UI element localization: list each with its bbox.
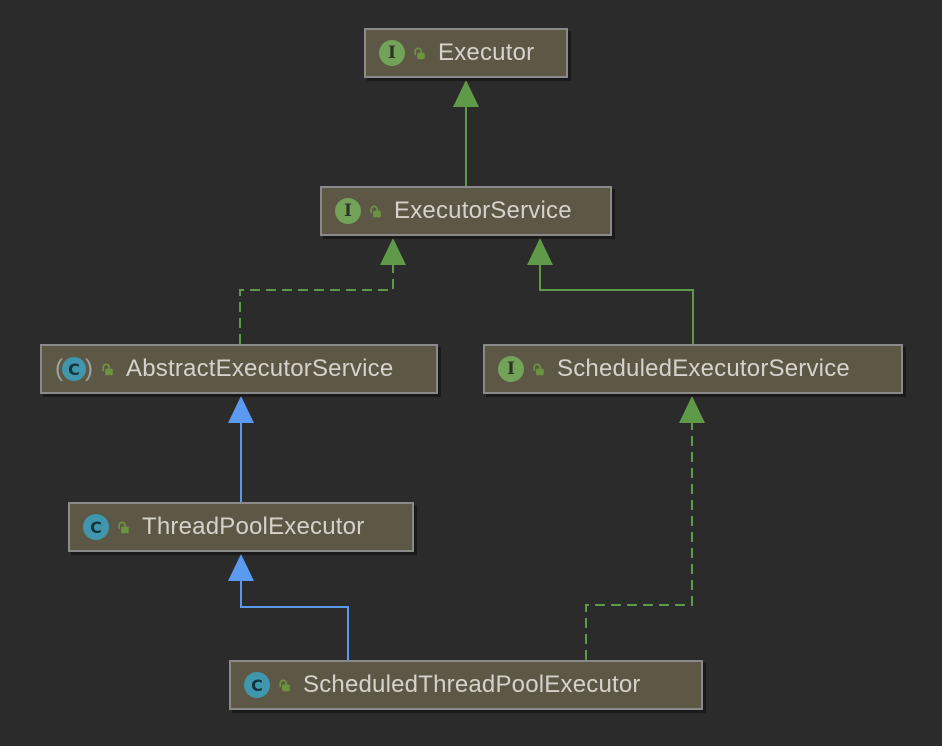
- class-node-executor-service[interactable]: I ExecutorService: [320, 186, 612, 236]
- node-label: AbstractExecutorService: [126, 355, 394, 382]
- abstract-paren-left: (: [55, 355, 63, 382]
- edge-scheduled-executor-service-to-executor-service: [539, 265, 694, 344]
- class-icon: C: [244, 672, 270, 698]
- class-node-thread-pool-executor[interactable]: C ThreadPoolExecutor: [68, 502, 414, 552]
- abstract-class-icon: ( C ): [55, 357, 93, 381]
- arrowhead-extends: [228, 554, 254, 581]
- node-label: ThreadPoolExecutor: [142, 513, 365, 540]
- arrowhead-extends: [453, 80, 479, 107]
- class-node-scheduled-thread-pool-executor[interactable]: C ScheduledThreadPoolExecutor: [229, 660, 703, 710]
- class-icon: C: [62, 357, 86, 381]
- interface-icon: I: [498, 356, 524, 382]
- arrowhead-extends: [527, 238, 553, 265]
- arrowhead-implements: [679, 396, 705, 423]
- class-node-scheduled-executor-service[interactable]: I ScheduledExecutorService: [483, 344, 903, 394]
- class-node-executor[interactable]: I Executor: [364, 28, 568, 78]
- arrowhead-extends: [228, 396, 254, 423]
- node-label: ScheduledExecutorService: [557, 355, 850, 382]
- abstract-paren-right: ): [85, 355, 93, 382]
- unlocked-icon: [277, 678, 292, 693]
- node-label: ExecutorService: [394, 197, 572, 224]
- unlocked-icon: [368, 204, 383, 219]
- unlocked-icon: [100, 362, 115, 377]
- arrowhead-implements: [380, 238, 406, 265]
- class-icon: C: [83, 514, 109, 540]
- unlocked-icon: [116, 520, 131, 535]
- interface-icon: I: [379, 40, 405, 66]
- node-label: Executor: [438, 39, 535, 66]
- edge-scheduled-thread-pool-executor-to-scheduled-executor-service: [585, 423, 693, 660]
- edge-scheduled-thread-pool-executor-to-thread-pool-executor: [240, 581, 349, 660]
- interface-icon: I: [335, 198, 361, 224]
- node-label: ScheduledThreadPoolExecutor: [303, 671, 641, 698]
- unlocked-icon: [531, 362, 546, 377]
- unlocked-icon: [412, 46, 427, 61]
- class-node-abstract-executor-service[interactable]: ( C ) AbstractExecutorService: [40, 344, 438, 394]
- edge-abstract-executor-service-to-executor-service: [239, 265, 394, 344]
